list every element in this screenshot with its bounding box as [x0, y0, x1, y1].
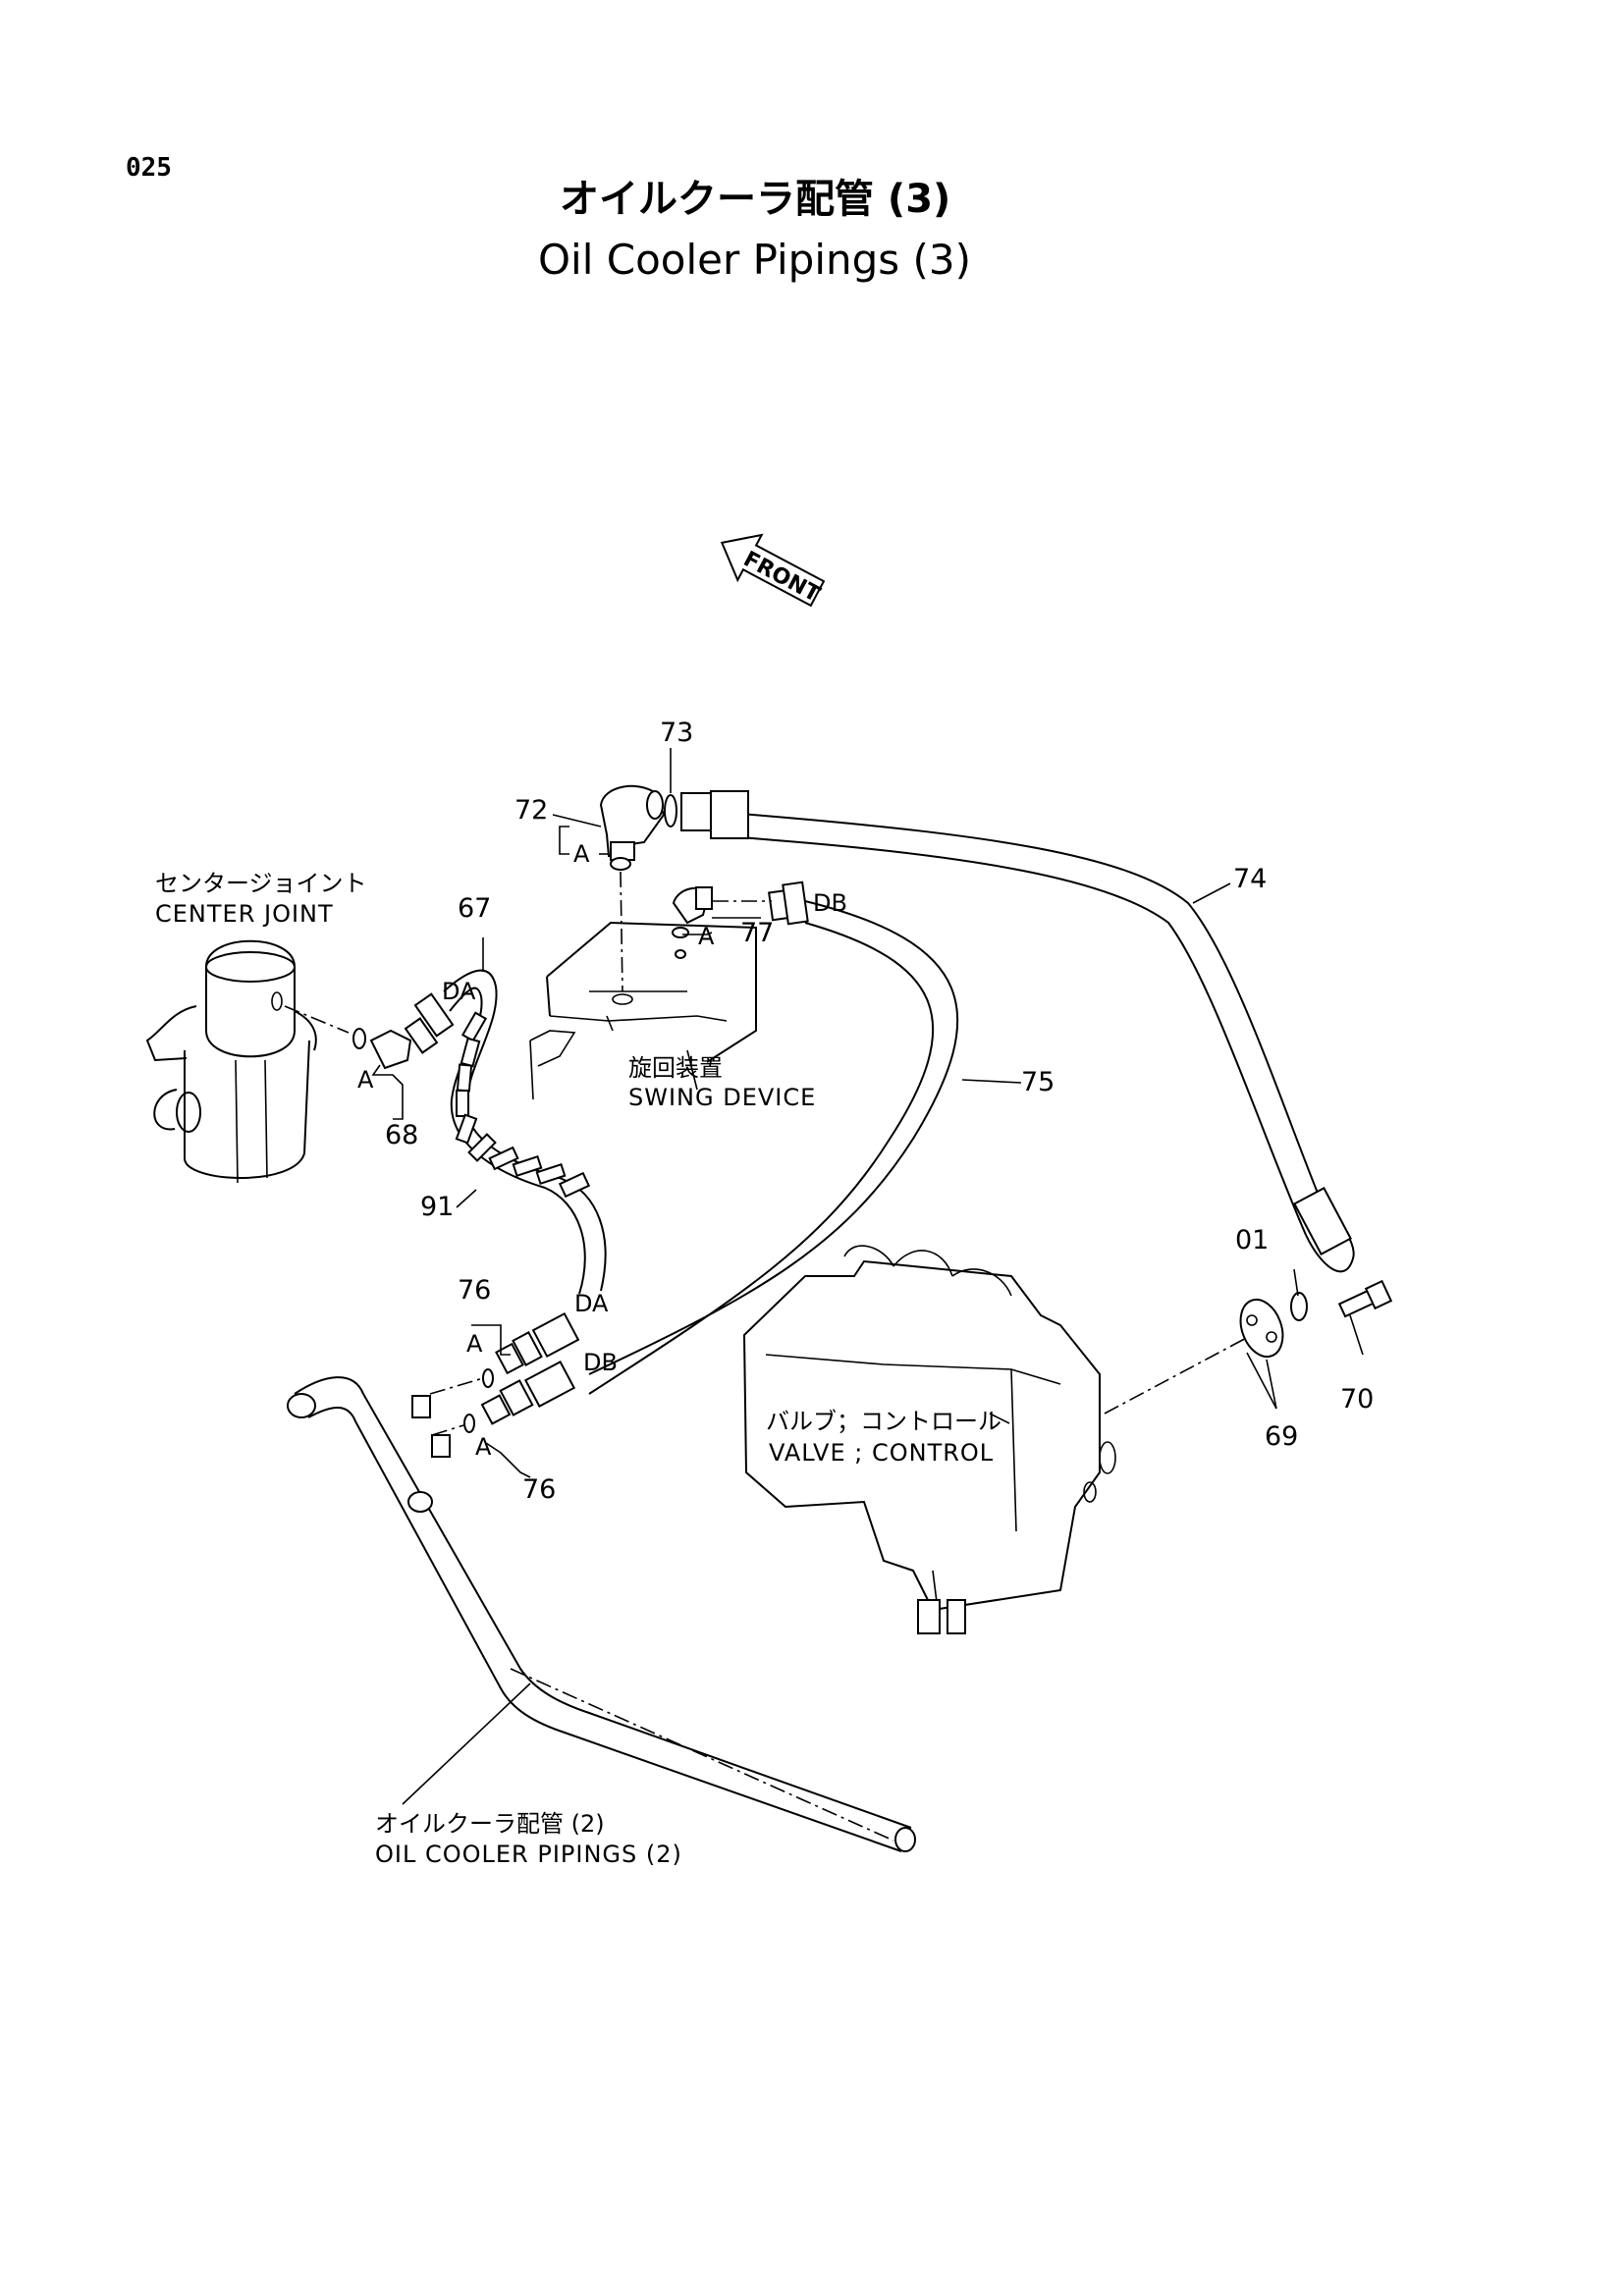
callout-70: 70 [1340, 1384, 1375, 1415]
callout-72: 72 [514, 795, 549, 826]
mark-a-76-upper: A [466, 1330, 483, 1358]
o-ring-a-68 [352, 1028, 366, 1049]
o-ring-a-72 [610, 857, 631, 871]
callout-69: 69 [1265, 1421, 1299, 1452]
mark-db-upper: DB [813, 889, 847, 917]
fitting-76-upper [495, 1311, 580, 1375]
oil-cooler-pipings-2-label-jp: オイルクーラ配管 (2) [375, 1810, 605, 1838]
mark-da-lower: DA [574, 1290, 609, 1317]
control-valve-drawing [742, 1245, 1116, 1634]
center-joint-drawing [145, 939, 317, 1184]
mark-a-76-lower: A [475, 1433, 492, 1461]
fitting-72-elbow [599, 784, 666, 861]
mark-a-72: A [573, 840, 590, 868]
mark-db-lower: DB [583, 1349, 618, 1376]
o-ring-73 [664, 794, 677, 828]
oil-cooler-pipe-2 [287, 1376, 916, 1852]
swing-device-label-en: SWING DEVICE [628, 1084, 817, 1111]
hose-75 [588, 900, 959, 1395]
center-joint-label-en: CENTER JOINT [155, 900, 334, 928]
fitting-68 [369, 992, 455, 1070]
fitting-76-lower [480, 1361, 576, 1425]
valve-control-label-jp: バルブ；コントロール [766, 1408, 1001, 1435]
o-ring-a-76-lower [463, 1414, 475, 1433]
mark-a-77: A [698, 923, 715, 950]
callout-74: 74 [1233, 864, 1268, 894]
callout-75: 75 [1021, 1067, 1055, 1097]
swing-device-label-jp: 旋回装置 [628, 1054, 723, 1082]
valve-control-label-en: VALVE ; CONTROL [769, 1439, 995, 1467]
page-number: 025 [126, 153, 172, 183]
title-english: Oil Cooler Pipings (3) [538, 236, 971, 284]
callout-91: 91 [420, 1192, 455, 1222]
front-arrow-icon: FRONT [720, 533, 826, 608]
callout-76-upper: 76 [458, 1275, 492, 1306]
callout-76-lower: 76 [522, 1474, 557, 1505]
mark-a-68: A [357, 1066, 374, 1094]
callout-73: 73 [660, 718, 694, 748]
pipe-74-nut [680, 790, 749, 839]
o-ring-a-76-upper [482, 1368, 494, 1388]
callout-77: 77 [740, 918, 775, 948]
split-flange-69 [1239, 1298, 1284, 1359]
o-ring-01 [1290, 1292, 1308, 1321]
oil-cooler-pipings-2-label-en: OIL COOLER PIPINGS (2) [375, 1841, 682, 1868]
swing-device-drawing [529, 921, 757, 1100]
callout-01: 01 [1235, 1225, 1270, 1255]
title-japanese: オイルクーラ配管 (3) [560, 177, 951, 222]
bolt-70 [1337, 1279, 1393, 1318]
pipe-74 [728, 812, 1355, 1273]
protector-sleeve-91 [455, 1011, 591, 1199]
callout-68: 68 [385, 1120, 419, 1150]
mark-da-upper: DA [442, 978, 476, 1005]
callout-67: 67 [458, 893, 492, 924]
center-joint-label-jp: センタージョイント [155, 870, 367, 897]
leader-lines [371, 748, 1364, 1805]
